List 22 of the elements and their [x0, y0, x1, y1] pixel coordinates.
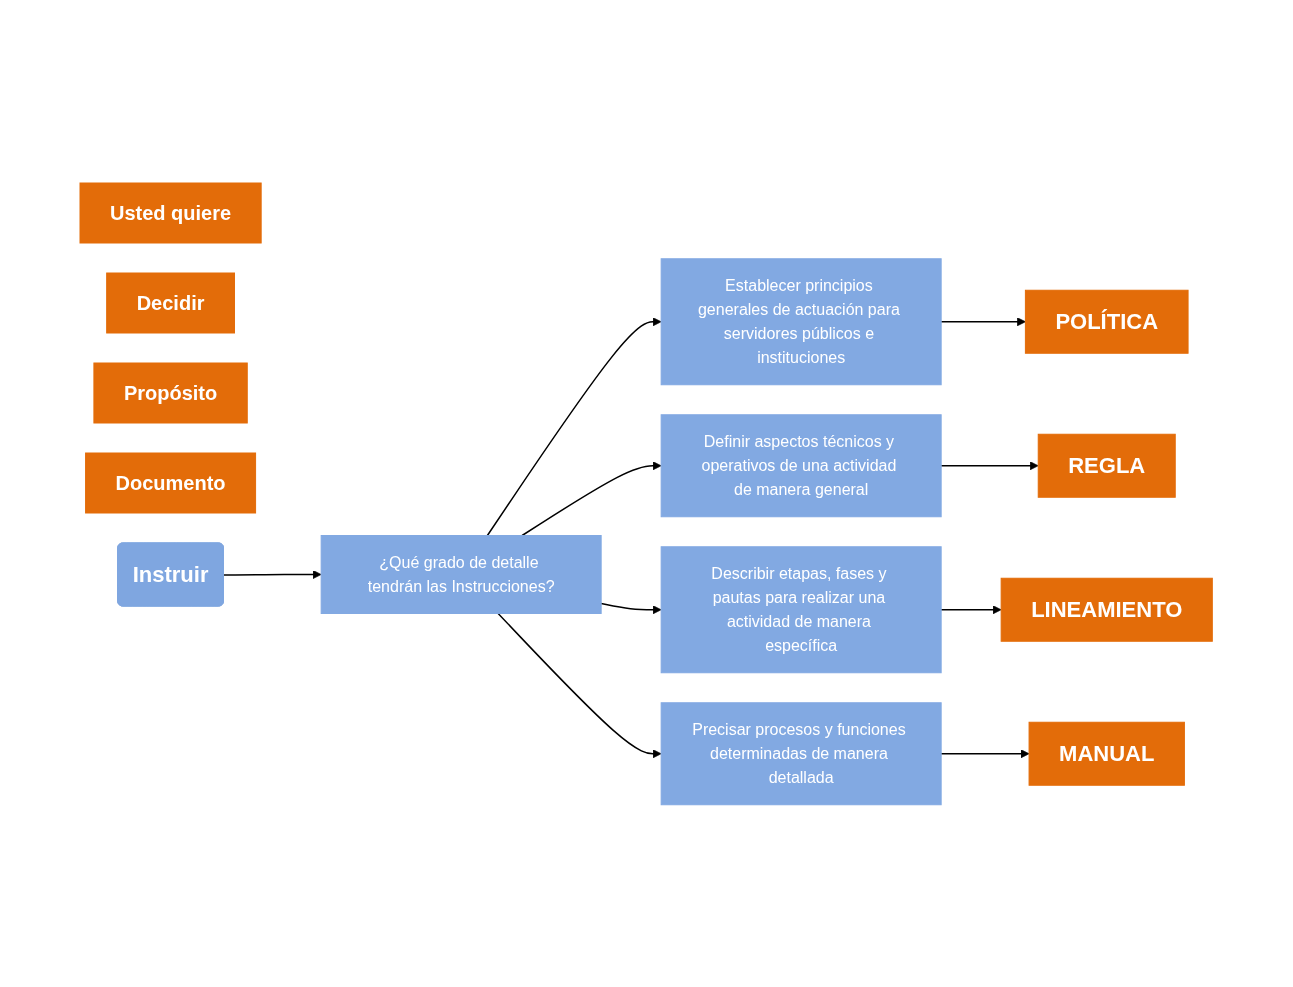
arrow — [940, 749, 1030, 758]
node-box: POLÍTICA — [1025, 289, 1189, 354]
node-box: ¿Qué grado de detalle tendrán las Instrucciones? — [321, 534, 602, 614]
arrow — [521, 461, 662, 536]
node-box: Definir aspectos técnicos y operativos de una actividad de manera general — [661, 413, 942, 517]
node-box: Propósito — [93, 362, 249, 424]
arrow — [940, 605, 1002, 614]
arrow — [487, 317, 662, 536]
node-box: Usted quiere — [79, 182, 262, 244]
node-box: Describir etapas, fases y pautas para realizar una actividad de manera específica — [661, 545, 942, 673]
arrow — [223, 569, 322, 579]
node-box: Decidir — [106, 272, 236, 334]
arrow — [940, 461, 1039, 470]
node-box: Establecer principios generales de actuación para servidores públicos e instituciones — [661, 257, 942, 385]
arrow — [940, 317, 1027, 326]
node-box: Documento — [85, 452, 257, 514]
node-box: MANUAL — [1028, 721, 1186, 786]
node-box: Precisar procesos y funciones determinadas de manera detallada — [661, 701, 942, 805]
arrow — [600, 602, 662, 614]
arrow — [497, 612, 662, 758]
node-box: REGLA — [1038, 433, 1177, 498]
node-box: LINEAMIENTO — [1001, 577, 1214, 642]
